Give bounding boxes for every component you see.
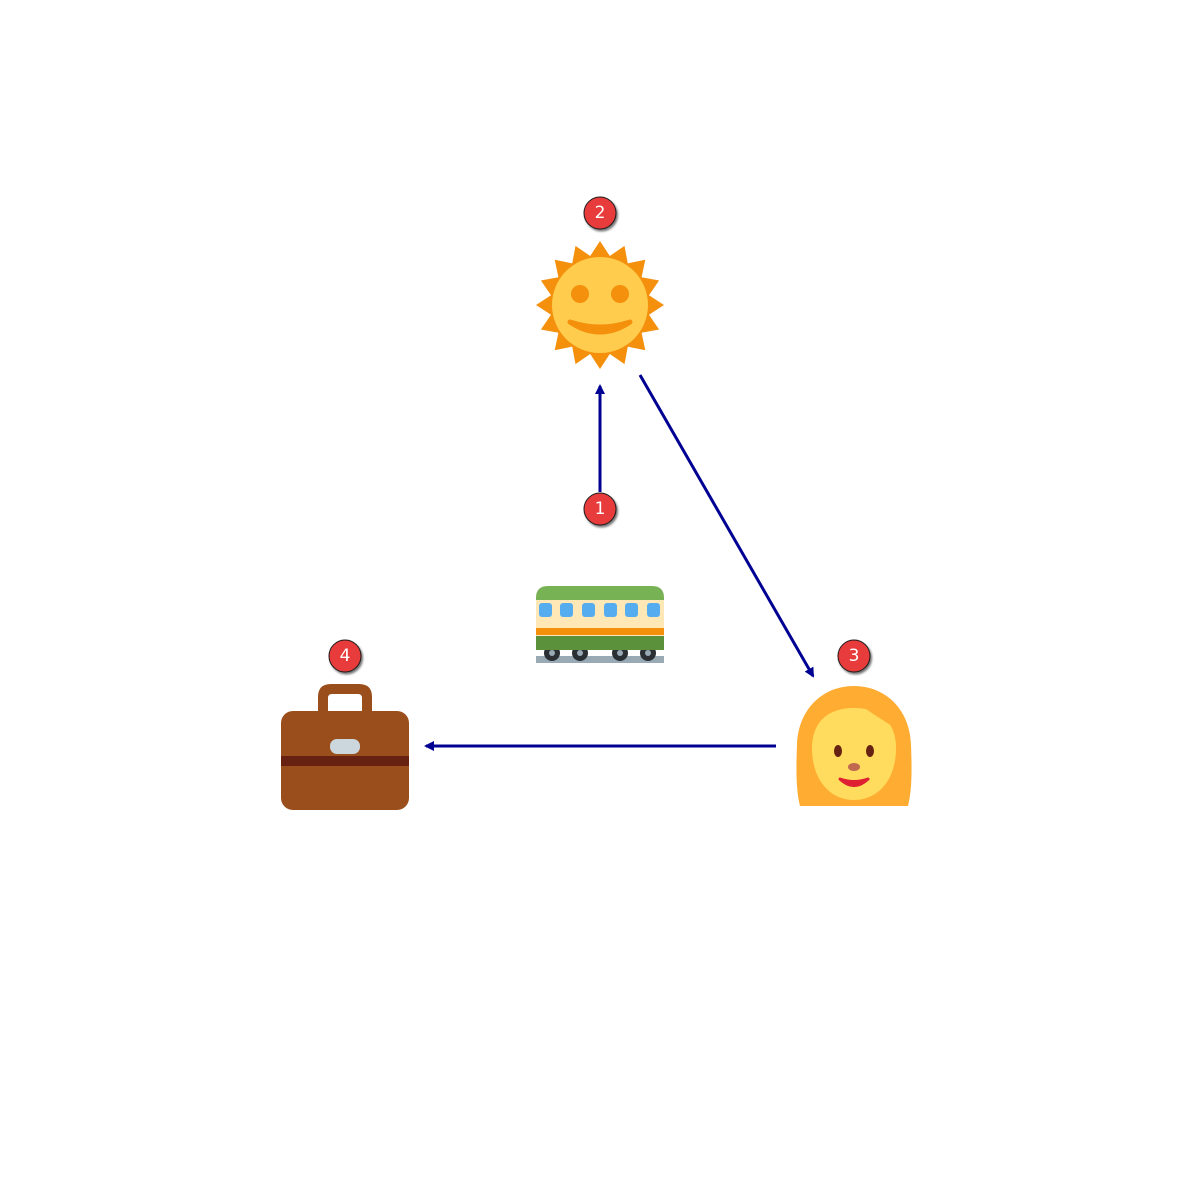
badge-3: 3 xyxy=(837,639,871,673)
edge-sun-to-woman xyxy=(638,374,815,678)
woman-icon xyxy=(796,686,912,806)
badge-2: 2 xyxy=(583,196,617,230)
badge-4-label: 4 xyxy=(340,646,351,666)
badge-1-label: 1 xyxy=(595,499,606,519)
badge-2-label: 2 xyxy=(595,203,606,223)
badge-3-label: 3 xyxy=(849,646,860,666)
briefcase-icon xyxy=(281,684,409,810)
edges xyxy=(424,374,815,751)
sun-with-face-icon xyxy=(536,241,664,369)
railway-car-icon xyxy=(536,586,664,663)
badge-4: 4 xyxy=(328,639,362,673)
badge-1: 1 xyxy=(583,492,617,526)
